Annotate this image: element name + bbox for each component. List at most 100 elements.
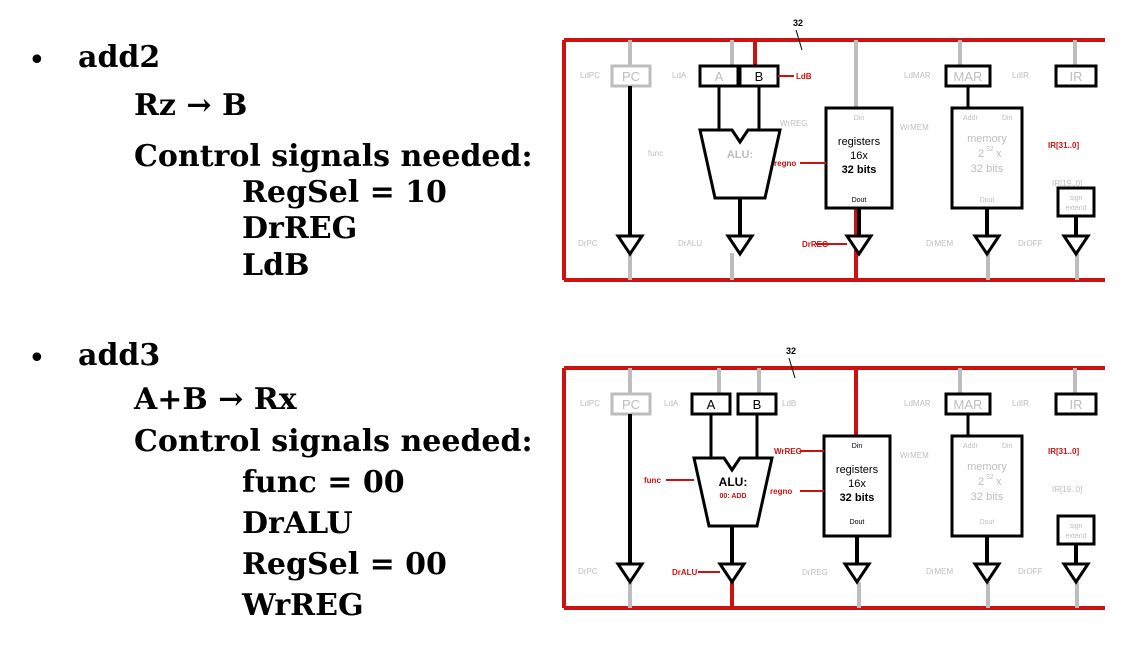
wrreg-label: WrREG [780, 119, 807, 128]
irq-label: IR[31..0] [1048, 447, 1079, 456]
regno-signal: regno [770, 487, 792, 496]
ir-register: IR [1054, 392, 1098, 416]
datapath-diagram-add3: 32 PC LdPC DrPC A B LdA LdB ALU: 00: ADD… [562, 346, 1105, 610]
pc-register: PC [610, 64, 652, 257]
svg-text:memory: memory [967, 461, 1007, 473]
svg-text:extend: extend [1065, 205, 1086, 212]
bullet-add3: • [28, 341, 46, 376]
svg-text:extend: extend [1065, 533, 1086, 540]
svg-text:memory: memory [967, 133, 1007, 145]
svg-text:Din: Din [854, 115, 865, 122]
memory: Addr Din memory 2 32 x 32 bits Dout [950, 106, 1024, 257]
ldb-label: LdB [782, 399, 796, 408]
svg-text:32: 32 [986, 146, 994, 153]
droff-label: DrOFF [1018, 239, 1043, 248]
svg-text:x: x [996, 476, 1002, 488]
svg-text:PC: PC [622, 69, 640, 84]
sign-extend: sign extend [1056, 514, 1096, 585]
svg-text:Din: Din [852, 443, 863, 450]
mar-register: MAR [944, 64, 992, 88]
ldmar-label: LdMAR [904, 71, 931, 80]
drreg-signal: DrREG [802, 240, 828, 249]
svg-text:Addr: Addr [963, 443, 978, 450]
register-file: Din registers 16x 32 bits Dout [824, 106, 894, 257]
svg-text:00: ADD: 00: ADD [720, 493, 747, 500]
svg-text:MAR: MAR [954, 69, 983, 84]
alu: ALU: 00: ADD [692, 414, 774, 585]
transfer-add3: A+B → Rx [134, 382, 297, 417]
bullet-add2: • [28, 43, 46, 78]
drpc-label: DrPC [578, 567, 598, 576]
signal-add3-3: RegSel = 00 [242, 547, 447, 582]
b-register: B [738, 64, 780, 88]
wrmem-label: WrMEM [900, 123, 929, 132]
bus-width-label: 32 [793, 18, 803, 28]
signal-add2-1: RegSel = 10 [242, 175, 447, 210]
ldmar-label: LdMAR [904, 399, 931, 408]
drmem-label: DrMEM [926, 567, 953, 576]
svg-text:registers: registers [836, 464, 879, 476]
drmem-label: DrMEM [926, 239, 953, 248]
svg-text:Din: Din [1002, 115, 1013, 122]
svg-text:32: 32 [986, 474, 994, 481]
svg-text:Dout: Dout [852, 197, 867, 204]
svg-text:Dout: Dout [850, 519, 865, 526]
register-file: Din registers 16x 32 bits Dout [822, 434, 892, 585]
svg-text:ALU:: ALU: [727, 149, 753, 161]
ldb-signal: LdB [796, 72, 812, 81]
svg-text:2: 2 [978, 148, 984, 160]
mar-register: MAR [944, 392, 992, 416]
svg-text:sign: sign [1070, 195, 1083, 202]
svg-text:A: A [715, 69, 724, 84]
alu: ALU: [698, 86, 782, 257]
drreg-label: DrREG [802, 568, 828, 577]
func-label: func [648, 149, 663, 158]
lda-label: LdA [664, 399, 679, 408]
svg-text:32 bits: 32 bits [842, 164, 877, 176]
ldir-label: LdIR [1012, 71, 1029, 80]
transfer-add2: Rz → B [134, 88, 248, 123]
svg-text:Dout: Dout [980, 519, 995, 526]
func-signal: func [644, 476, 661, 485]
dralu-signal: DrALU [672, 568, 698, 577]
ir-low-label: IR[19..0] [1052, 485, 1082, 494]
signal-add3-1: func = 00 [242, 465, 405, 500]
svg-text:Dout: Dout [980, 197, 995, 204]
a-register: A [698, 64, 740, 88]
step-title-add2: add2 [78, 40, 161, 75]
svg-text:16x: 16x [848, 478, 866, 490]
ir-low-label: IR[19..0] [1052, 179, 1082, 188]
svg-text:Addr: Addr [963, 115, 978, 122]
svg-text:IR: IR [1070, 397, 1083, 412]
svg-text:ALU:: ALU: [719, 475, 748, 489]
svg-text:A: A [707, 397, 716, 412]
svg-text:32 bits: 32 bits [971, 163, 1004, 175]
datapath-diagram-add2: 32 PC LdPC DrPC A B LdA LdB ALU: func Dr… [562, 18, 1105, 282]
wrreg-signal: WrREG [774, 447, 802, 456]
signal-add3-2: DrALU [242, 506, 353, 541]
signals-heading-add3: Control signals needed: [134, 424, 533, 459]
pc-register: PC [610, 392, 652, 585]
droff-label: DrOFF [1018, 567, 1043, 576]
drpc-label: DrPC [578, 239, 598, 248]
svg-text:MAR: MAR [954, 397, 983, 412]
regno-signal: regno [774, 159, 796, 168]
ldpc-label: LdPC [580, 399, 600, 408]
dralu-label: DrALU [678, 239, 702, 248]
ldir-label: LdIR [1012, 399, 1029, 408]
svg-text:B: B [755, 69, 764, 84]
step-title-add3: add3 [78, 338, 161, 373]
a-register: A [690, 392, 732, 416]
svg-text:PC: PC [622, 397, 640, 412]
svg-text:sign: sign [1070, 523, 1083, 530]
svg-text:IR: IR [1070, 69, 1083, 84]
signal-add2-2: DrREG [242, 211, 358, 246]
bus-width-label: 32 [786, 346, 796, 356]
signals-heading-add2: Control signals needed: [134, 139, 533, 174]
ldpc-label: LdPC [580, 71, 600, 80]
svg-text:x: x [996, 148, 1002, 160]
svg-text:2: 2 [978, 476, 984, 488]
signal-add3-4: WrREG [242, 588, 364, 623]
svg-text:32 bits: 32 bits [840, 492, 875, 504]
irq-label: IR[31..0] [1048, 141, 1079, 150]
